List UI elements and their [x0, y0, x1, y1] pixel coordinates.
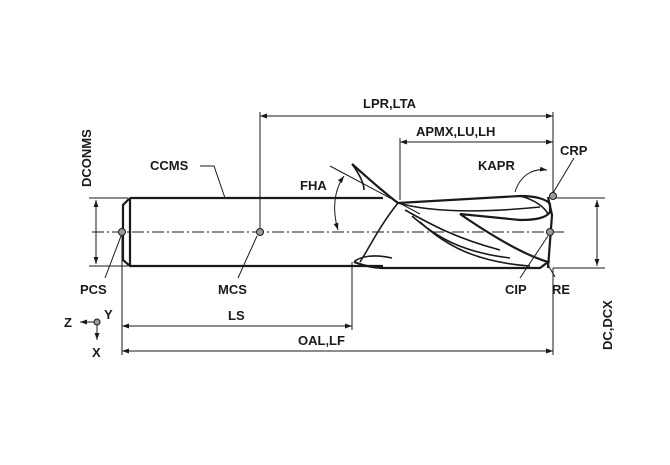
dim-kapr-arc: [514, 166, 548, 193]
leader-ccms: [200, 165, 226, 199]
leader-pcs: [104, 235, 122, 279]
label-dc-dcx: DC,DCX: [600, 300, 615, 350]
end-face: [546, 196, 554, 269]
corner-chamfer: [519, 195, 549, 215]
leader-lines: [104, 157, 575, 279]
dim-fha-arc: [333, 175, 345, 231]
label-re: RE: [552, 282, 570, 297]
coordinate-triad: Z Y X: [64, 307, 113, 360]
leader-crp: [552, 157, 575, 194]
label-dconms: DCONMS: [79, 129, 94, 187]
label-mcs: MCS: [218, 282, 247, 297]
label-fha: FHA: [300, 178, 327, 193]
cip-point: [546, 228, 554, 236]
mcs-point: [256, 228, 264, 236]
helix-line-3: [411, 215, 511, 259]
flute-outline: [351, 163, 552, 270]
tool-body: [121, 163, 554, 270]
label-lpr-lta: LPR,LTA: [363, 96, 417, 111]
leader-cip: [519, 235, 549, 279]
helix-line-6: [351, 163, 365, 191]
gash-line: [353, 255, 393, 263]
label-cip: CIP: [505, 282, 527, 297]
label-kapr: KAPR: [478, 158, 515, 173]
label-ccms: CCMS: [150, 158, 189, 173]
extension-lines: [89, 112, 605, 355]
axis-x-label: X: [92, 345, 101, 360]
axis-origin-point: [93, 318, 101, 326]
label-apmx-lu-lh: APMX,LU,LH: [416, 124, 495, 139]
label-crp: CRP: [560, 143, 588, 158]
leader-re: [547, 264, 556, 278]
label-ls: LS: [228, 308, 245, 323]
helix-line-1: [397, 202, 541, 212]
label-oal-lf: OAL,LF: [298, 333, 345, 348]
helix-line-2: [404, 209, 501, 251]
axis-y-label: Y: [104, 307, 113, 322]
helix-line-4: [419, 221, 531, 267]
leader-mcs: [237, 235, 258, 279]
crp-point: [549, 192, 557, 200]
dimension-lines: [93, 113, 600, 354]
pcs-point: [118, 228, 126, 236]
axis-z-label: Z: [64, 315, 72, 330]
label-pcs: PCS: [80, 282, 107, 297]
